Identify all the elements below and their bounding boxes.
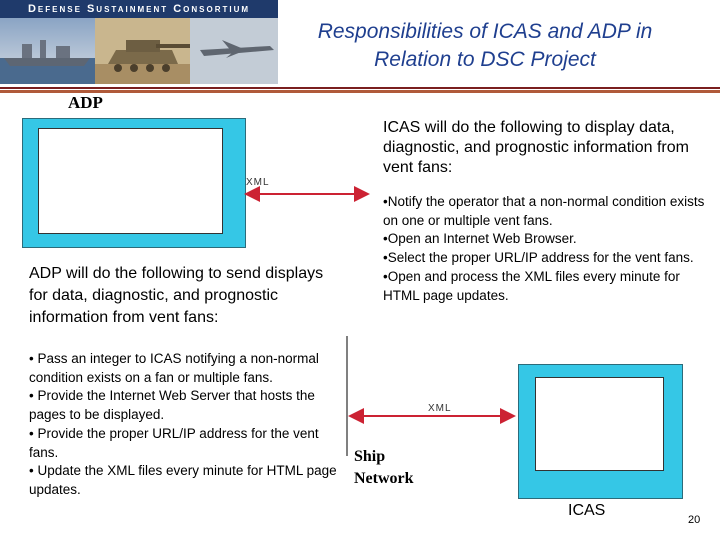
military-collage-image bbox=[0, 18, 278, 84]
icas-bullet: •Select the proper URL/IP address for th… bbox=[383, 250, 694, 266]
xml-label-bottom: XML bbox=[428, 403, 452, 414]
adp-heading: ADP will do the following to send displa… bbox=[29, 265, 324, 326]
header-divider bbox=[0, 87, 720, 93]
icas-bullet: •Open an Internet Web Browser. bbox=[383, 231, 577, 247]
adp-bullet-list: • Pass an integer to ICAS notifying a no… bbox=[29, 350, 341, 500]
slide-title: Responsibilities of ICAS and ADP in Rela… bbox=[290, 18, 680, 74]
title-line-1: Responsibilities of ICAS and ADP in bbox=[317, 20, 653, 43]
icas-bullet: •Open and process the XML files every mi… bbox=[383, 268, 680, 303]
adp-bullet: • Provide the Internet Web Server that h… bbox=[29, 388, 315, 423]
icas-heading: ICAS will do the following to display da… bbox=[383, 119, 689, 176]
ship-network-line-1: Ship bbox=[354, 448, 386, 465]
adp-bullet: • Pass an integer to ICAS notifying a no… bbox=[29, 351, 319, 385]
adp-monitor-screen bbox=[38, 128, 223, 234]
ship-network-line-2: Network bbox=[354, 470, 414, 487]
icas-bullet-list: •Notify the operator that a non-normal c… bbox=[383, 193, 713, 305]
banner-title: Defense Sustainment Consortium bbox=[0, 0, 278, 18]
icas-label: ICAS bbox=[568, 502, 606, 519]
page-number: 20 bbox=[688, 514, 701, 526]
icas-bullet: •Notify the operator that a non-normal c… bbox=[383, 194, 705, 228]
xml-label-top: XML bbox=[246, 177, 270, 188]
title-line-2: Relation to DSC Project bbox=[374, 48, 596, 71]
adp-bullet: • Provide the proper URL/IP address for … bbox=[29, 425, 319, 460]
adp-bullet: • Update the XML files every minute for … bbox=[29, 463, 337, 497]
adp-label: ADP bbox=[68, 93, 103, 112]
ship-network-label: Ship Network bbox=[354, 446, 414, 490]
icas-monitor-screen bbox=[535, 377, 664, 471]
header-banner-image: Defense Sustainment Consortium bbox=[0, 0, 278, 84]
